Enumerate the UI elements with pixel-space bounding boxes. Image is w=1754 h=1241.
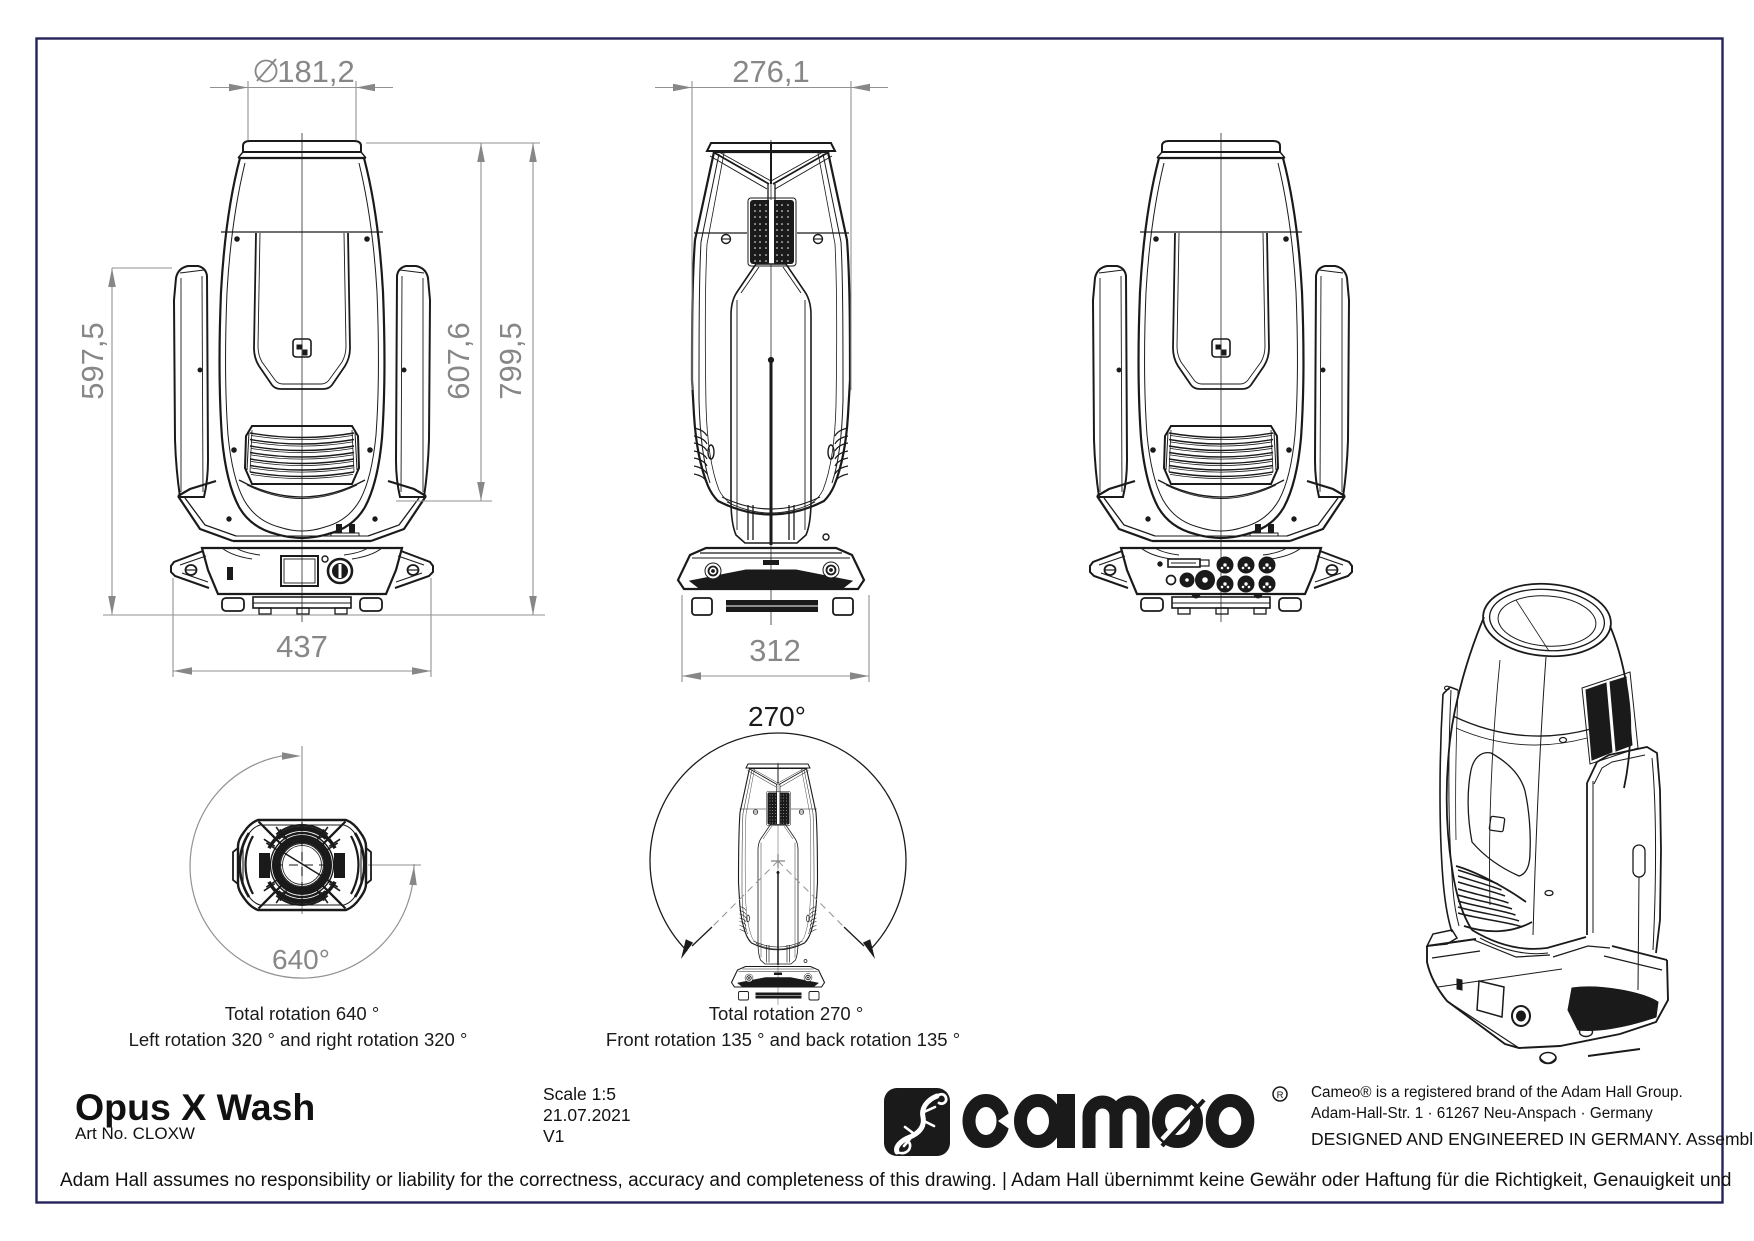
svg-text:Adam Hall assumes no responsib: Adam Hall assumes no responsibility or l… (60, 1170, 1731, 1191)
svg-text:Adam-Hall-Str. 1 · 61267 Neu-A: Adam-Hall-Str. 1 · 61267 Neu-Anspach · G… (1311, 1105, 1653, 1122)
svg-text:V1: V1 (543, 1126, 564, 1146)
svg-text:Cameo® is a registered brand o: Cameo® is a registered brand of the Adam… (1311, 1084, 1683, 1101)
svg-text:DESIGNED AND ENGINEERED IN GER: DESIGNED AND ENGINEERED IN GERMANY. Asse… (1311, 1129, 1753, 1149)
svg-text:Opus X Wash: Opus X Wash (75, 1086, 315, 1128)
svg-text:181,2: 181,2 (277, 54, 355, 89)
svg-text:607,6: 607,6 (441, 322, 476, 400)
svg-text:Scale 1:5: Scale 1:5 (543, 1084, 616, 1104)
svg-text:Total rotation 270 °: Total rotation 270 ° (709, 1003, 863, 1024)
svg-text:799,5: 799,5 (493, 322, 528, 400)
svg-text:312: 312 (749, 633, 801, 668)
svg-text:Total rotation 640 °: Total rotation 640 ° (225, 1003, 379, 1024)
svg-text:Front rotation 135 ° and back: Front rotation 135 ° and back rotation 1… (606, 1029, 960, 1050)
svg-text:270°: 270° (748, 701, 806, 732)
svg-text:437: 437 (276, 629, 328, 664)
svg-text:597,5: 597,5 (75, 322, 110, 400)
svg-text:21.07.2021: 21.07.2021 (543, 1105, 631, 1125)
svg-text:R: R (1277, 1090, 1284, 1101)
svg-text:276,1: 276,1 (732, 54, 810, 89)
svg-text:640°: 640° (272, 944, 330, 975)
svg-text:Art No. CLOXW: Art No. CLOXW (75, 1124, 195, 1143)
svg-text:Left rotation 320 ° and right: Left rotation 320 ° and right rotation 3… (129, 1029, 468, 1050)
